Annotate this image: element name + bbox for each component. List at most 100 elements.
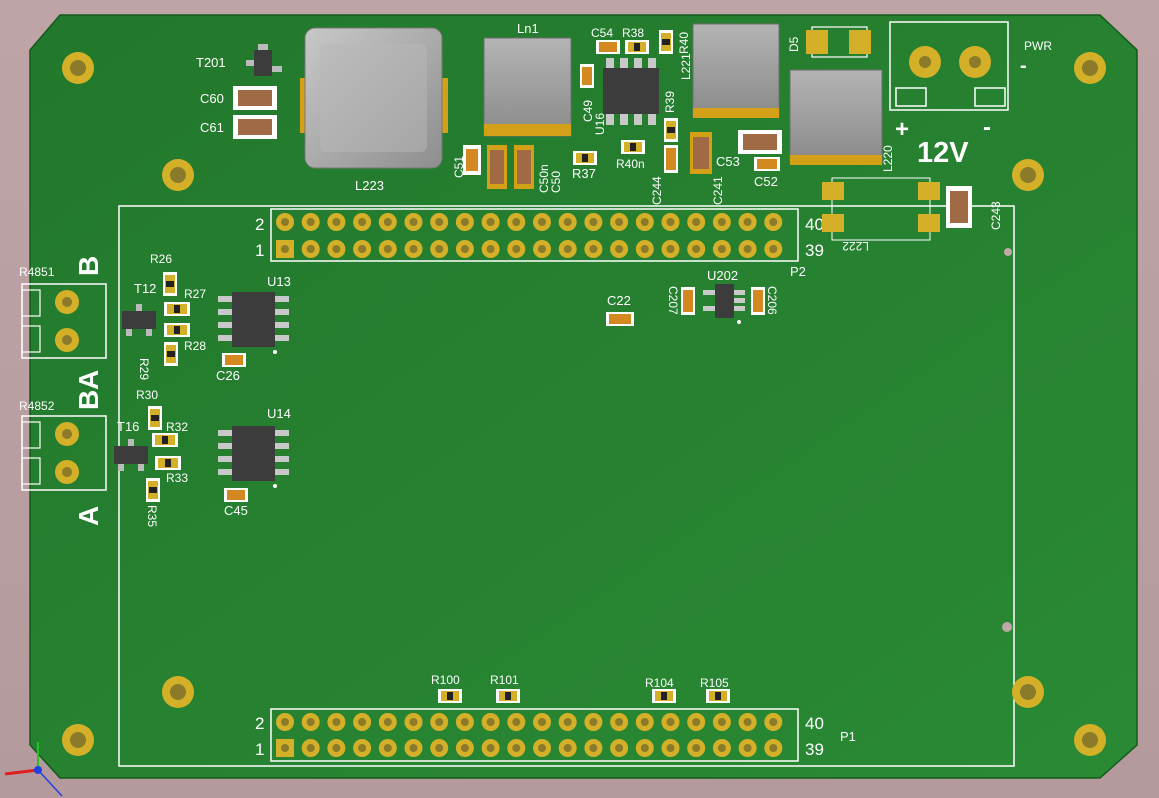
res-r40n: R40n [616, 140, 645, 171]
inductor-l222: L222 [822, 177, 940, 253]
header-pin-hole [435, 218, 444, 226]
header-pin-hole [666, 744, 675, 752]
cap-c206: C206 [751, 286, 779, 315]
svg-text:R101: R101 [490, 673, 519, 687]
header-pin-hole [743, 245, 752, 253]
header-pin-hole [563, 218, 572, 226]
header-pin-hole [538, 718, 546, 726]
svg-text:R4852: R4852 [19, 399, 55, 413]
header-pin-hole [692, 744, 701, 752]
pwr-label: PWR [1024, 39, 1052, 53]
svg-text:Ln1: Ln1 [517, 21, 539, 36]
header-pin-hole [769, 218, 778, 226]
diode-d5: D5 [787, 26, 871, 58]
header-pin-hole [435, 744, 444, 752]
header-pin-hole [281, 245, 289, 253]
voltage-label: 12V [917, 137, 969, 169]
header-pin-hole [358, 218, 367, 226]
header-pin-hole [666, 245, 675, 253]
res-r27: R27 [164, 287, 206, 316]
svg-text:C206: C206 [765, 286, 779, 315]
res-r26: R26 [150, 252, 177, 296]
header-pin-hole [306, 245, 315, 253]
mounting-holes [62, 52, 1106, 756]
header-pin-hole [692, 245, 701, 253]
header-pin-hole [358, 245, 367, 253]
header-pin-hole [332, 718, 341, 726]
header-pin-hole [358, 718, 367, 726]
axis-gizmo[interactable] [4, 742, 63, 797]
svg-text:R100: R100 [431, 673, 460, 687]
svg-text:R30: R30 [136, 388, 158, 402]
res-r29: R29 [137, 323, 190, 380]
header-pin-hole [306, 218, 315, 226]
svg-text:B: B [73, 390, 104, 410]
res-r39: R39 [663, 91, 678, 142]
minus-label: - [983, 114, 991, 141]
svg-text:R105: R105 [700, 676, 729, 690]
svg-text:C26: C26 [216, 368, 240, 383]
header-pin-hole [460, 718, 469, 726]
transistor-t12: T12 [122, 281, 156, 336]
header-top-pin2-label: 2 [255, 215, 264, 234]
header-pin-hole [589, 245, 598, 253]
header-pin-hole [615, 218, 624, 226]
svg-text:C53: C53 [716, 154, 740, 169]
header-pin-hole [486, 245, 495, 253]
svg-text:R32: R32 [166, 420, 188, 434]
cap-c53: C53 [716, 130, 782, 169]
header-pin-hole [743, 718, 752, 726]
res-r28: R28 [164, 339, 206, 366]
header-pin-hole [486, 218, 495, 226]
header-p1 [270, 708, 799, 762]
svg-text:D5: D5 [787, 36, 801, 52]
res-r35: R35 [145, 478, 160, 527]
header-pin-hole [512, 718, 521, 726]
header-pin-hole [692, 218, 701, 226]
svg-text:R4851: R4851 [19, 265, 55, 279]
cap-c241: C241 [690, 132, 725, 205]
header-pin-hole [281, 218, 289, 226]
svg-text:R33: R33 [166, 471, 188, 485]
svg-text:R26: R26 [150, 252, 172, 266]
plus-label: + [895, 116, 909, 143]
res-r37: R37 [572, 151, 597, 181]
svg-text:C243: C243 [989, 201, 1003, 230]
header-p2 [270, 208, 799, 262]
header-bot-pin40-label: 40 [805, 714, 824, 733]
cap-c50: C50n C50 [487, 145, 563, 193]
cap-c52: C52 [754, 157, 780, 189]
cap-c243: C243 [946, 186, 1003, 230]
header-pin-hole [640, 218, 649, 226]
svg-text:C52: C52 [754, 174, 778, 189]
header-pin-hole [460, 218, 469, 226]
header-pin-hole [640, 718, 649, 726]
svg-text:R27: R27 [184, 287, 206, 301]
header-pin-hole [383, 718, 392, 726]
svg-text:B: B [73, 256, 104, 276]
svg-text:C61: C61 [200, 120, 224, 135]
cap-c207: C207 [666, 286, 695, 315]
header-pin-hole [306, 718, 315, 726]
header-pin-hole [281, 718, 289, 726]
header-pin-hole [589, 744, 598, 752]
rs485-terminal-2: R4852 B A [19, 390, 107, 526]
cap-c54: C54 [591, 26, 620, 54]
res-r38: R38 [622, 26, 649, 54]
cap-c45: C45 [224, 488, 248, 518]
svg-text:L222: L222 [842, 239, 869, 253]
res-r101: R101 [490, 673, 520, 703]
inductor-l223: L223 [300, 27, 448, 193]
header-pin-hole [717, 218, 726, 226]
svg-text:R38: R38 [622, 26, 644, 40]
header-pin-hole [666, 218, 675, 226]
svg-text:L220: L220 [881, 145, 895, 172]
svg-text:A: A [73, 370, 104, 390]
cap-c244: C244 [650, 145, 678, 205]
header-pin-hole [769, 744, 778, 752]
res-r32: R32 [152, 420, 188, 447]
ic-u13: U13 [218, 274, 291, 354]
header-pin-hole [615, 718, 624, 726]
svg-text:R29: R29 [137, 358, 151, 380]
